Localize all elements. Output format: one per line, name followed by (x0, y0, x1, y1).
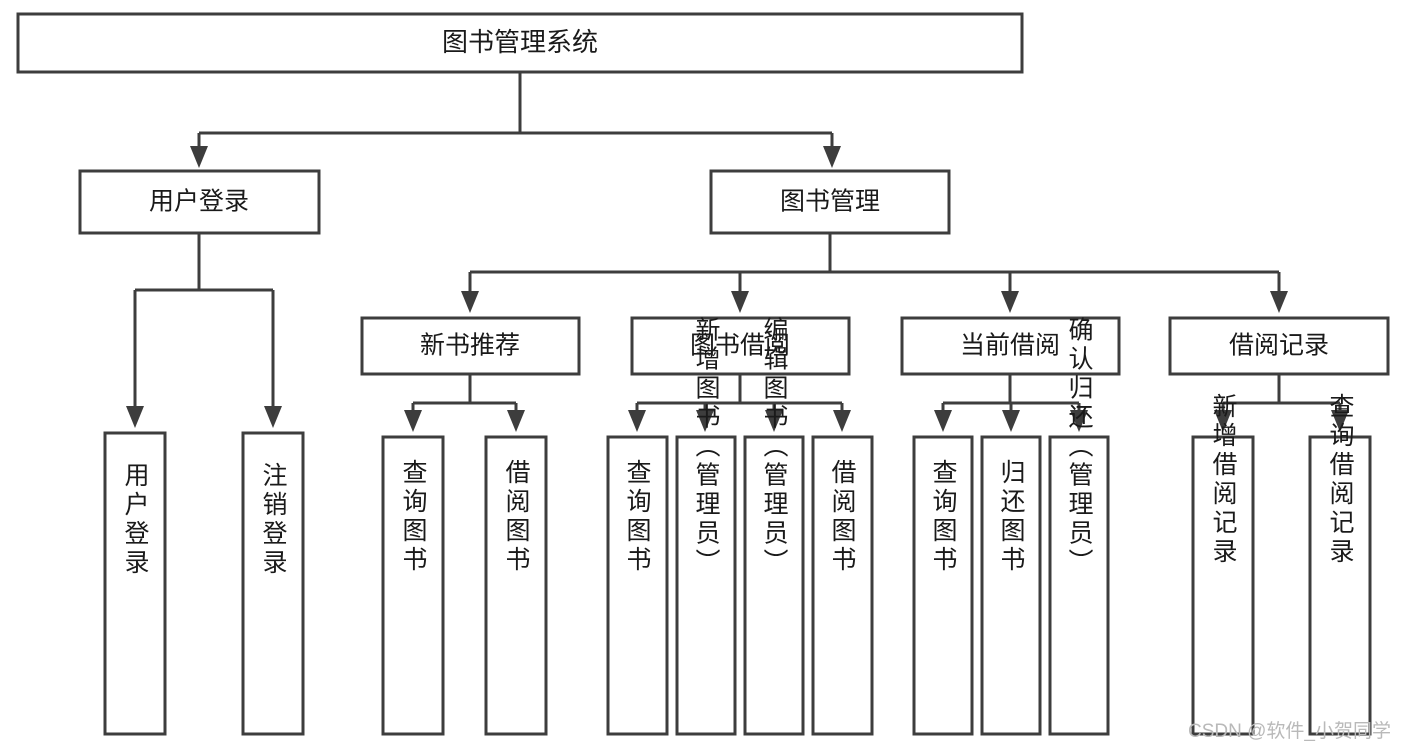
leaf-query-book-recommend[interactable]: 查询图书 (381, 435, 445, 736)
node-book-borrow[interactable]: 图书借阅 (630, 316, 851, 376)
leaf-add-borrow-record[interactable]: 新增借阅记录 (1191, 393, 1255, 736)
arrow-to-book-borrow (731, 291, 749, 313)
leaf-borrow-book-borrow-label: 借阅图书 (828, 459, 857, 575)
connector-bookborrow-to-leaves (628, 375, 851, 432)
leaf-borrow-book-recommend[interactable]: 借阅图书 (484, 435, 548, 736)
leaf-user-login-label: 用户登录 (121, 462, 150, 578)
leaf-borrow-book-borrow[interactable]: 借阅图书 (811, 435, 874, 736)
leaf-return-book[interactable]: 归还图书 (980, 435, 1042, 736)
node-book-management[interactable]: 图书管理 (709, 169, 951, 235)
arrow-to-leaf-query-book-b (628, 410, 646, 432)
leaf-query-book-borrow-label: 查询图书 (623, 459, 652, 575)
node-root-label: 图书管理系统 (442, 27, 598, 57)
leaf-add-borrow-record-label: 新增借阅记录 (1209, 393, 1238, 567)
connector-currentborrow-to-leaves (934, 375, 1088, 432)
arrow-to-leaf-query-book-c (934, 410, 952, 432)
leaf-add-book-label: 新增图书（管理员） (692, 317, 721, 578)
leaf-query-book-recommend-label: 查询图书 (399, 459, 428, 575)
arrow-to-book-management (823, 146, 841, 168)
node-user-login[interactable]: 用户登录 (78, 169, 321, 235)
arrow-to-leaf-borrow-book-b (833, 410, 851, 432)
connector-newbook-to-leaves (404, 375, 525, 432)
leaf-query-book-current-label: 查询图书 (929, 459, 958, 575)
leaf-confirm-return-label: 确认归还（管理员） (1065, 317, 1094, 578)
node-current-borrow-label: 当前借阅 (960, 332, 1060, 360)
node-borrow-record-label: 借阅记录 (1229, 332, 1329, 360)
node-book-borrow-label: 图书借阅 (690, 332, 790, 360)
leaf-query-book-current[interactable]: 查询图书 (912, 435, 974, 736)
leaf-return-book-label: 归还图书 (997, 459, 1026, 575)
arrow-to-user-login (190, 146, 208, 168)
leaf-add-book[interactable]: 新增图书（管理员） (675, 317, 737, 736)
node-root-system[interactable]: 图书管理系统 (16, 12, 1024, 74)
connector-borrowrecord-to-leaves (1214, 375, 1349, 432)
node-borrow-record[interactable]: 借阅记录 (1168, 316, 1390, 376)
arrow-to-current-borrow (1001, 291, 1019, 313)
arrow-to-leaf-query-book-a (404, 410, 422, 432)
leaf-edit-book[interactable]: 编辑图书（管理员） (743, 317, 805, 736)
connector-root-to-level2 (190, 73, 841, 168)
arrow-to-leaf-user-login (126, 406, 144, 428)
leaf-confirm-return[interactable]: 确认归还（管理员） (1048, 317, 1110, 736)
arrow-to-leaf-borrow-book-a (507, 410, 525, 432)
node-user-login-label: 用户登录 (149, 188, 249, 216)
node-book-management-label: 图书管理 (780, 188, 880, 216)
node-new-book-recommend-label: 新书推荐 (420, 332, 520, 360)
leaf-borrow-book-recommend-label: 借阅图书 (502, 459, 531, 575)
leaf-query-book-borrow[interactable]: 查询图书 (606, 435, 669, 736)
arrow-to-leaf-return-book (1002, 410, 1020, 432)
leaf-logout-label: 注销登录 (259, 462, 288, 578)
connector-userlogin-to-leaves (126, 233, 282, 428)
leaf-query-borrow-record-label: 查询借阅记录 (1326, 393, 1355, 567)
leaf-query-borrow-record[interactable]: 查询借阅记录 (1308, 393, 1372, 736)
leaf-edit-book-label: 编辑图书（管理员） (760, 317, 789, 578)
arrow-to-borrow-record (1270, 291, 1288, 313)
arrow-to-new-book-recommend (461, 291, 479, 313)
node-current-borrow[interactable]: 当前借阅 (900, 316, 1121, 376)
leaf-user-login[interactable]: 用户登录 (103, 431, 167, 736)
connector-bookmgmt-to-level3 (461, 233, 1288, 313)
arrow-to-leaf-logout (264, 406, 282, 428)
node-new-book-recommend[interactable]: 新书推荐 (360, 316, 581, 376)
leaf-logout[interactable]: 注销登录 (241, 431, 305, 736)
